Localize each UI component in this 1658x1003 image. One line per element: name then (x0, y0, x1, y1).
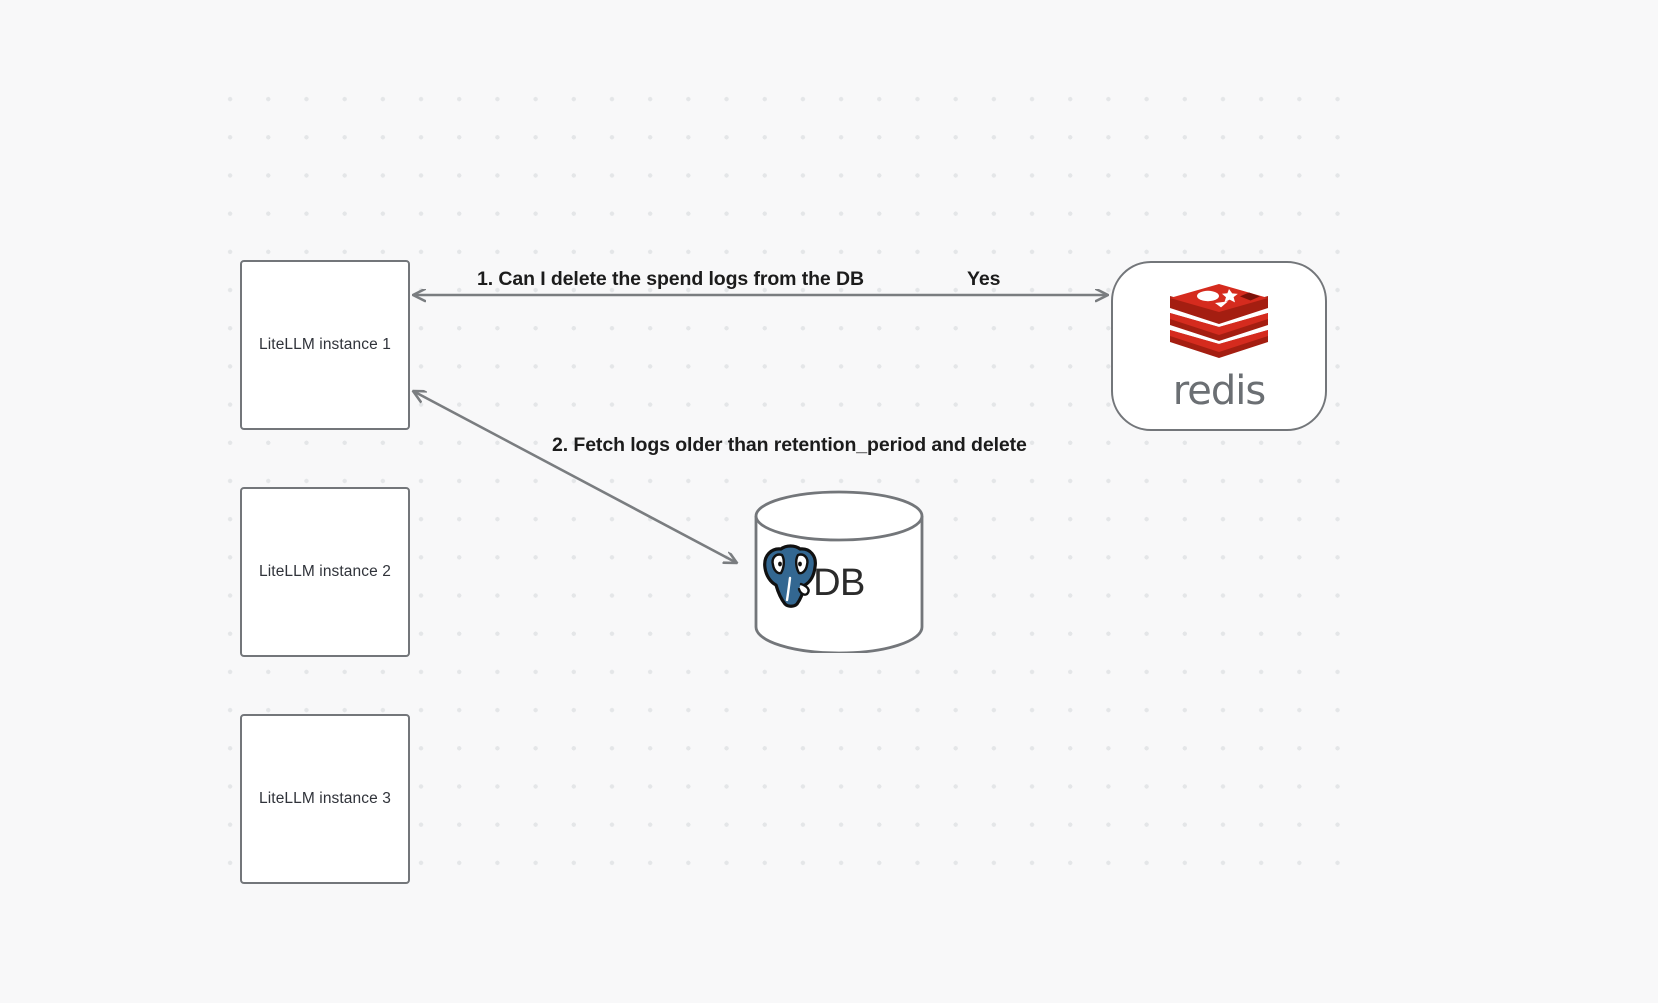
node-database[interactable]: DB (753, 490, 925, 653)
node-litellm-instance-2-label: LiteLLM instance 2 (259, 563, 391, 580)
node-litellm-instance-3-label: LiteLLM instance 3 (259, 790, 391, 807)
edge-litellm1-db (413, 391, 737, 563)
node-redis[interactable]: redis (1111, 261, 1327, 431)
database-logo-group: DB (753, 538, 925, 628)
node-litellm-instance-1[interactable]: LiteLLM instance 1 (240, 260, 410, 430)
redis-wordmark: redis (1172, 367, 1267, 414)
postgresql-elephant-icon (763, 544, 817, 608)
edge-label-1: 1. Can I delete the spend logs from the … (477, 268, 864, 290)
node-litellm-instance-3[interactable]: LiteLLM instance 3 (240, 714, 410, 884)
redis-logo-group: redis (1166, 282, 1272, 411)
edge-label-2: 2. Fetch logs older than retention_perio… (552, 434, 1027, 456)
database-label: DB (813, 562, 865, 604)
redis-logo-icon (1170, 283, 1268, 358)
edge-label-yes: Yes (967, 268, 1001, 290)
node-litellm-instance-2[interactable]: LiteLLM instance 2 (240, 487, 410, 657)
node-litellm-instance-1-label: LiteLLM instance 1 (259, 336, 391, 353)
